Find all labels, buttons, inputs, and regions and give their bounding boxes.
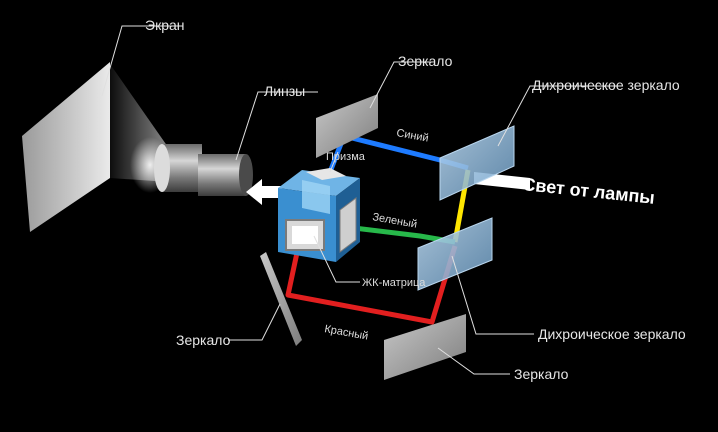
- mirror-bottom: [384, 314, 466, 380]
- red-beam: [285, 245, 458, 325]
- projection-screen: [22, 62, 110, 232]
- label-mirror-left: Зеркало: [176, 332, 231, 348]
- label-prism: Призма: [326, 151, 366, 163]
- label-lcd: ЖК-матрица: [362, 277, 426, 289]
- lcd-panel-top: [306, 168, 346, 180]
- label-dichroic-top: Дихроическое зеркало: [532, 77, 680, 93]
- label-screen: Экран: [145, 17, 185, 33]
- mirror-top: [316, 94, 378, 158]
- dichroic-mirror-top: [439, 125, 515, 201]
- leader-lines: [101, 25, 622, 375]
- label-lenses: Линзы: [264, 83, 305, 99]
- label-mirror-top: Зеркало: [398, 53, 453, 69]
- label-mirror-bottom: Зеркало: [514, 366, 569, 382]
- dichroic-mirror-bottom: [417, 217, 493, 291]
- lcd-panel-side: [339, 197, 357, 253]
- label-green: Зеленый: [371, 211, 417, 231]
- label-lamp-light: Свет от лампы: [522, 174, 656, 208]
- mirror-left: [260, 252, 302, 346]
- label-dichroic-bottom: Дихроическое зеркало: [538, 326, 686, 342]
- label-blue: Синий: [395, 127, 429, 144]
- prism-center: [302, 180, 330, 214]
- prism-cube: [278, 168, 360, 262]
- lens-assembly: [154, 144, 253, 196]
- label-red: Красный: [323, 323, 369, 343]
- output-arrow: [246, 179, 282, 205]
